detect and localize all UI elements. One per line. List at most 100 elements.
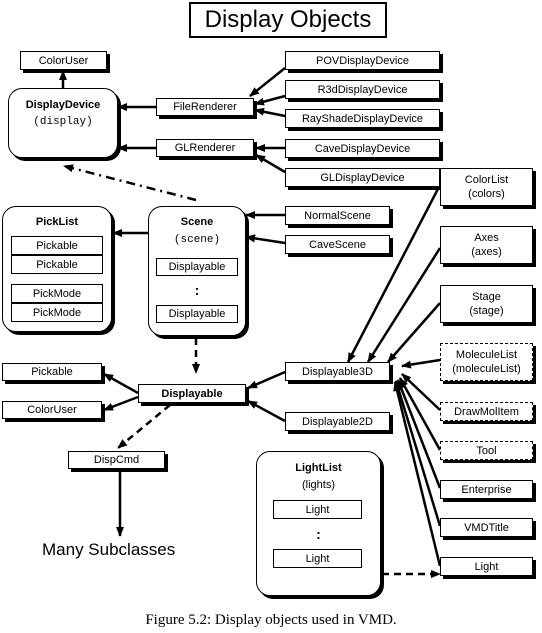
drawmolitem-box: DrawMolItem — [440, 402, 533, 421]
arrow-displayable-pickable — [103, 372, 139, 395]
picklist-name: PickList — [35, 216, 79, 228]
pickable-label: Pickable — [31, 366, 73, 378]
diagram-title: Display Objects — [189, 2, 387, 38]
arrow-rayshade-filerenderer — [254, 107, 286, 118]
cavedisplaydevice-box: CaveDisplayDevice — [285, 139, 440, 158]
arrow-displayable-coloruser — [103, 395, 139, 412]
displaydevice-var: (display) — [33, 116, 93, 128]
arrow-vmdtitle-displayable3d — [394, 380, 442, 527]
picklist-pickable-2: Pickable — [11, 255, 103, 274]
r3ddisplaydevice-label: R3dDisplayDevice — [317, 83, 408, 96]
lightlist-light-bottom-label: Light — [305, 552, 330, 565]
lightlist-light-top-label: Light — [305, 503, 330, 516]
arrow-displayable2d-displayable — [247, 399, 286, 423]
displayable2d-label: Displayable2D — [302, 415, 373, 428]
tool-label: Tool — [476, 444, 497, 457]
rayshadedisplaydevice-label: RayShadeDisplayDevice — [301, 112, 424, 125]
picklist-pickmode-2-label: PickMode — [32, 306, 82, 319]
figure-caption: Figure 5.2: Display objects used in VMD. — [145, 612, 397, 628]
displayable-label: Displayable — [161, 387, 223, 400]
gldisplaydevice-label: GLDisplayDevice — [320, 171, 405, 184]
coloruser-top-box: ColorUser — [20, 51, 107, 70]
arrow-cavescene-scene — [245, 234, 286, 245]
scene-displayable-top: Displayable — [156, 258, 238, 276]
arrow-displayable3d-displayable — [247, 370, 286, 390]
scene-dots: : — [194, 282, 200, 298]
lightlist-box: LightList (lights) Light : Light — [256, 451, 381, 596]
stage-box: Stage (stage) — [440, 285, 533, 323]
picklist-pickmode-2: PickMode — [11, 303, 103, 322]
arrow-moleculelist-displayable3d — [401, 358, 441, 369]
dispcmd-box: DispCmd — [68, 451, 165, 469]
picklist-pickable-1: Pickable — [11, 236, 103, 255]
colorlist-box: ColorList (colors) — [440, 168, 533, 206]
filerenderer-box: FileRenderer — [156, 98, 254, 116]
displayable3d-label: Displayable3D — [302, 365, 373, 378]
normalscene-box: NormalScene — [285, 206, 390, 225]
vmdtitle-box: VMDTitle — [440, 518, 533, 537]
picklist-box: PickList Pickable Pickable PickMode Pick… — [2, 206, 112, 332]
displaydevice-box: DisplayDevice (display) — [8, 88, 118, 158]
scene-displayable-top-label: Displayable — [168, 261, 226, 273]
scene-displayable-bottom-label: Displayable — [168, 308, 226, 320]
axes-name: Axes — [474, 232, 499, 244]
drawmolitem-label: DrawMolItem — [454, 405, 519, 418]
scene-displayable-bottom: Displayable — [156, 305, 238, 323]
tool-box: Tool — [440, 441, 533, 460]
colorlist-var: (colors) — [468, 188, 505, 200]
arrow-colorlist-displayable3d — [346, 184, 442, 363]
colorlist-name: ColorList — [464, 174, 509, 186]
displayable3d-box: Displayable3D — [285, 362, 390, 381]
moleculelist-name: MoleculeList — [455, 349, 518, 361]
many-subclasses-label: Many Subclasses — [42, 540, 176, 559]
lightlist-dots: : — [316, 526, 321, 542]
pickable-box: Pickable — [2, 363, 102, 381]
r3ddisplaydevice-box: R3dDisplayDevice — [285, 80, 440, 99]
lightlist-name: LightList — [295, 462, 342, 474]
arrow-scene-displaydevice — [63, 164, 197, 202]
arrow-drawmolitem-displayable3d — [401, 373, 441, 411]
picklist-pickmode-1: PickMode — [11, 284, 103, 303]
axes-var: (axes) — [471, 246, 502, 258]
arrow-tool-displayable3d — [398, 377, 442, 451]
picklist-pickable-1-label: Pickable — [36, 239, 78, 252]
normalscene-label: NormalScene — [304, 209, 371, 222]
arrow-gl-glrenderer — [255, 153, 286, 174]
cavescene-box: CaveScene — [285, 235, 390, 254]
glrenderer-box: GLRenderer — [156, 139, 254, 157]
arrow-stage-displayable3d — [387, 302, 441, 363]
vmdtitle-label: VMDTitle — [464, 521, 509, 534]
glrenderer-label: GLRenderer — [174, 142, 236, 154]
enterprise-label: Enterprise — [461, 483, 512, 496]
arrow-axes-displayable3d — [366, 247, 442, 363]
displaydevice-name: DisplayDevice — [25, 99, 101, 111]
gldisplaydevice-box: GLDisplayDevice — [285, 168, 440, 187]
arrow-r3d-filerenderer — [254, 94, 286, 106]
light-right-label: Light — [474, 560, 499, 573]
scene-box: Scene (scene) Displayable : Displayable — [148, 206, 246, 336]
enterprise-box: Enterprise — [440, 480, 533, 499]
moleculelist-var: (moleculeList) — [452, 363, 521, 375]
scene-var: (scene) — [173, 234, 221, 246]
scene-name: Scene — [180, 216, 214, 228]
coloruser-label: ColorUser — [27, 404, 77, 416]
light-right-box: Light — [440, 557, 533, 576]
dispcmd-label: DispCmd — [93, 454, 140, 466]
picklist-pickable-2-label: Pickable — [36, 258, 78, 271]
coloruser-top-label: ColorUser — [38, 54, 89, 67]
cavedisplaydevice-label: CaveDisplayDevice — [314, 142, 411, 155]
displayable-box: Displayable — [138, 384, 246, 403]
moleculelist-box: MoleculeList (moleculeList) — [440, 343, 533, 381]
arrow-light-displayable3d — [393, 381, 442, 567]
arrow-enterprise-displayable3d — [396, 379, 442, 489]
lightlist-var: (lights) — [301, 479, 335, 491]
coloruser-box: ColorUser — [2, 401, 102, 419]
lightlist-light-top: Light — [273, 500, 362, 519]
picklist-pickmode-1-label: PickMode — [32, 287, 82, 300]
stage-var: (stage) — [469, 305, 504, 317]
povdisplaydevice-box: POVDisplayDevice — [285, 51, 440, 70]
stage-name: Stage — [472, 291, 501, 303]
axes-box: Axes (axes) — [440, 226, 533, 264]
